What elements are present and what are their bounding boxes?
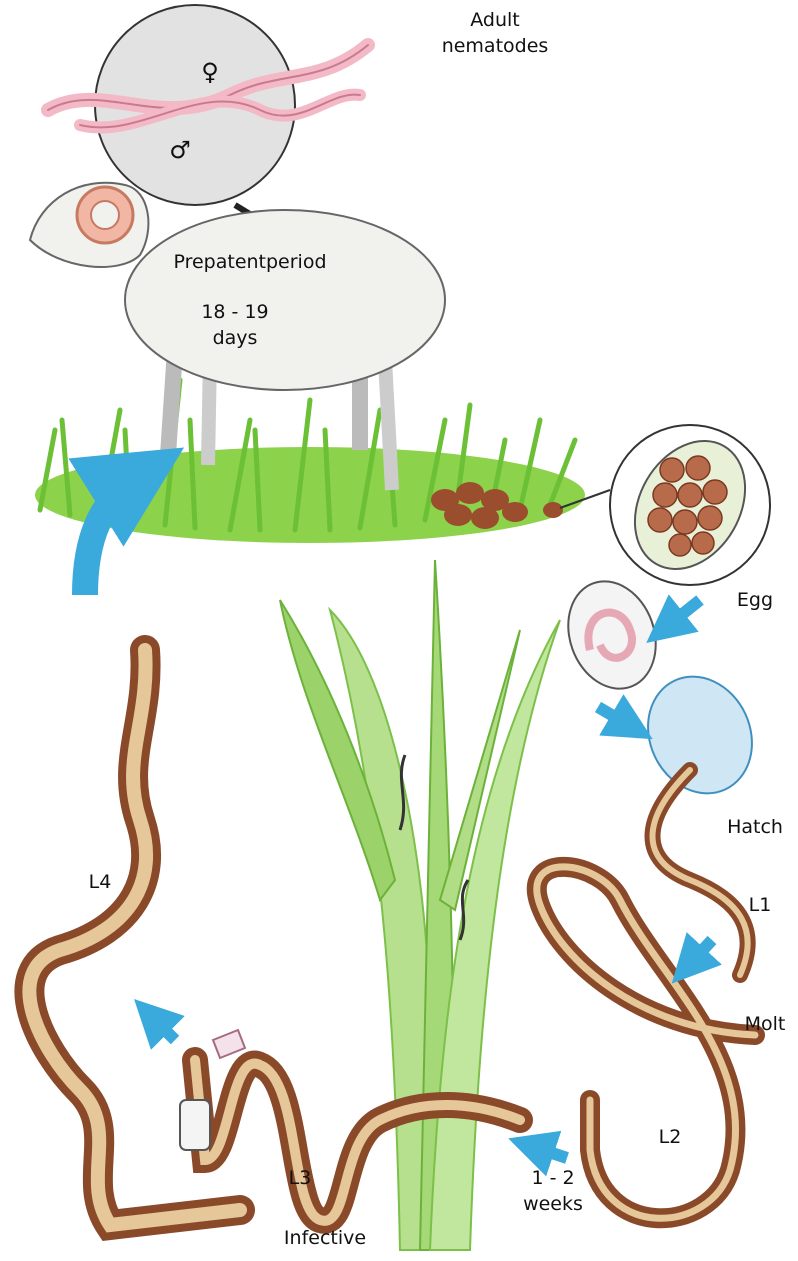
- label-l4: L4: [80, 870, 120, 894]
- label-prepatent-period: Prepatentperiod: [135, 250, 365, 274]
- label-infective: Infective: [270, 1226, 380, 1250]
- label-l1: L1: [740, 893, 780, 917]
- female-symbol: ♀: [195, 60, 225, 84]
- sheep-leg-back-2: [385, 360, 392, 490]
- sheep-body: [125, 210, 445, 390]
- label-hatch: Hatch: [715, 815, 795, 839]
- label-weeks-line2: weeks: [513, 1192, 593, 1216]
- label-l3: L3: [280, 1166, 320, 1190]
- label-prepatent-days-line2: days: [185, 326, 285, 350]
- pasture-grass: [35, 380, 585, 543]
- label-adult-line1: Adult: [430, 8, 560, 32]
- tall-grass-blades: [280, 560, 560, 1250]
- l3-sheath: [180, 1100, 210, 1150]
- male-symbol: ♂: [165, 138, 195, 162]
- hatching-egg: [629, 659, 770, 810]
- shed-cuticle: [213, 1030, 245, 1058]
- label-l2: L2: [650, 1125, 690, 1149]
- arrow-l2-to-l3: [531, 1146, 567, 1158]
- arrow-l1-to-l2: [688, 940, 712, 966]
- egg-magnifier: [610, 421, 770, 589]
- label-prepatent-days-line1: 18 - 19: [185, 300, 285, 324]
- label-adult-line2: nematodes: [420, 34, 570, 58]
- arrow-l3-to-l4: [151, 1016, 175, 1040]
- sheep-horn-inner: [91, 201, 119, 229]
- label-molt: Molt: [735, 1012, 795, 1036]
- arrow-egg-develop: [665, 600, 700, 628]
- embryonated-egg: [554, 569, 671, 701]
- arrow-egg-hatch: [598, 707, 632, 727]
- label-egg: Egg: [725, 588, 785, 612]
- label-weeks-line1: 1 - 2: [518, 1166, 588, 1190]
